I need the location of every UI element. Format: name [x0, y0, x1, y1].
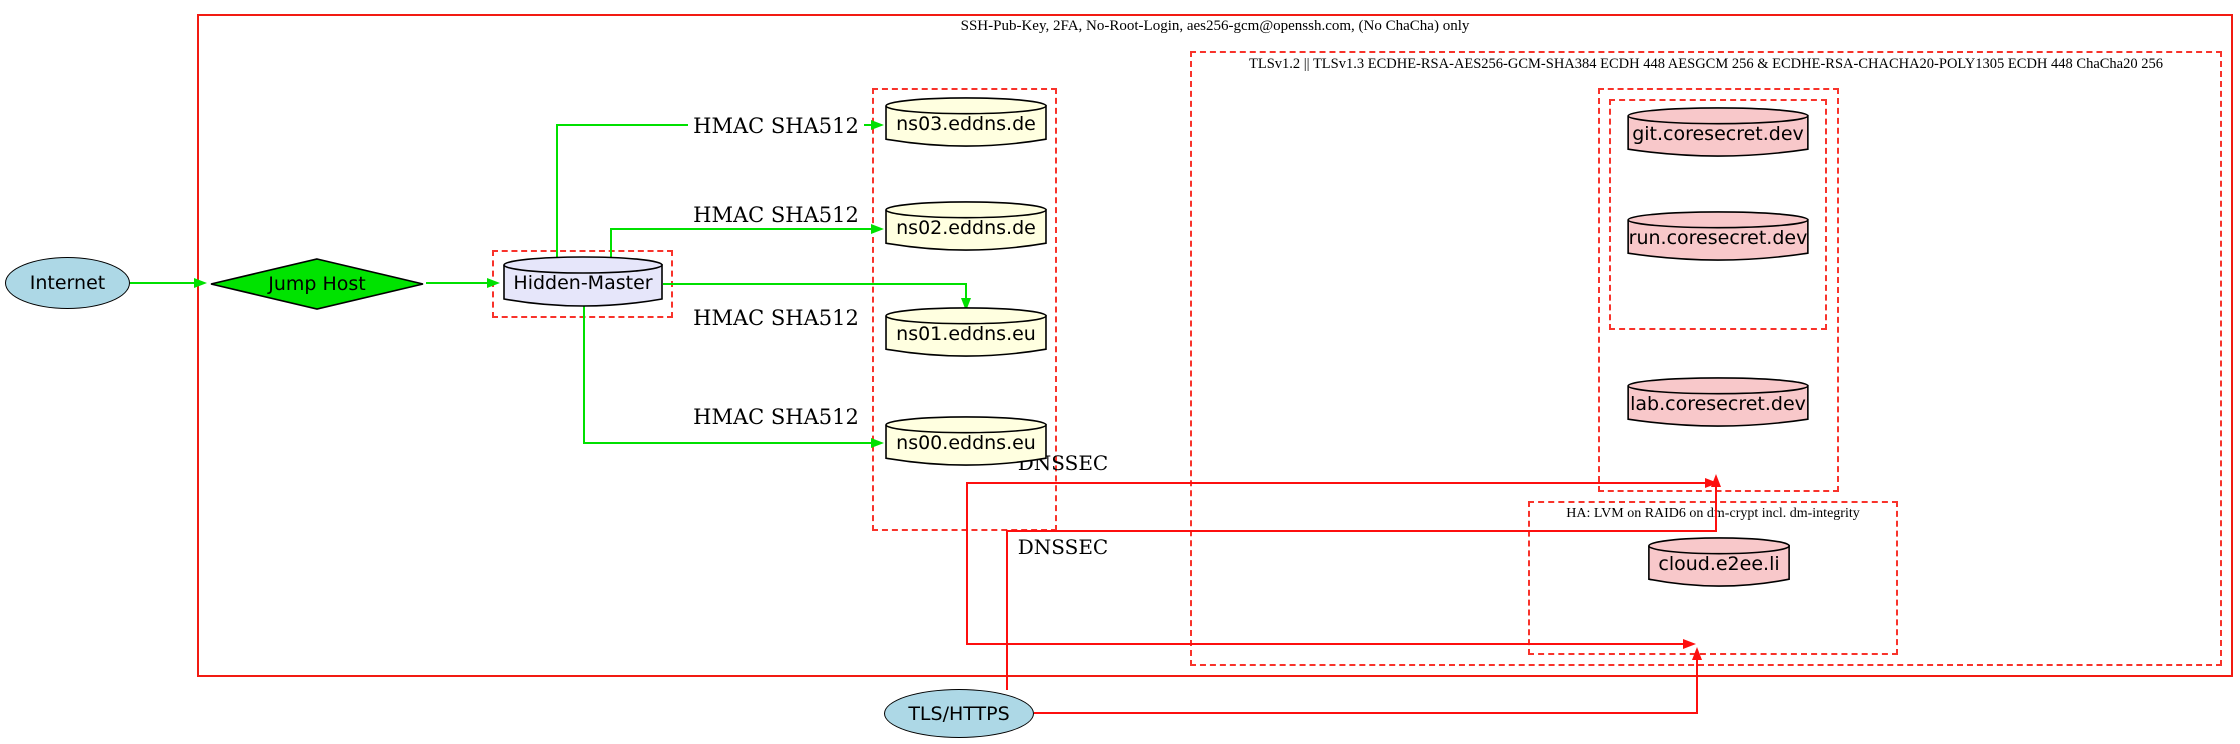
- cylinder-shape-icon: [885, 307, 1047, 358]
- edge-dnssec-to-ha: [966, 643, 1684, 645]
- node-tls-https-label: TLS/HTTPS: [908, 702, 1010, 725]
- arrowhead-hm-ns01: [961, 298, 971, 311]
- cluster-ha-label: HA: LVM on RAID6 on dm-crypt incl. dm-in…: [1566, 506, 1860, 521]
- node-git-coresecret: git.coresecret.dev: [1627, 107, 1809, 158]
- node-lab-coresecret: lab.coresecret.dev: [1627, 377, 1809, 428]
- edge-dnssec-to-secret: [966, 482, 1706, 484]
- edge-hm-ns00-v: [583, 306, 585, 444]
- node-ns03-label: ns03.eddns.de: [896, 113, 1036, 135]
- edge-dnssec-trunk: [966, 482, 968, 645]
- edge-label-hmac-ns01: HMAC SHA512: [688, 306, 864, 330]
- cluster-secret-inner: [1609, 99, 1827, 330]
- arrowhead-hm-ns00: [871, 438, 884, 448]
- node-git-coresecret-label: git.coresecret.dev: [1632, 123, 1804, 145]
- node-ns02-label: ns02.eddns.de: [896, 217, 1036, 239]
- edge-tls-to-secret-v2: [1715, 487, 1717, 532]
- node-ns01: ns01.eddns.eu: [885, 307, 1047, 358]
- cluster-secret-outer: [1598, 88, 1839, 492]
- node-ns00: ns00.eddns.eu: [885, 416, 1047, 467]
- arrowhead-dnssec-ha: [1683, 639, 1696, 649]
- node-internet: Internet: [5, 257, 130, 309]
- edge-label-dnssec-2: DNSSEC: [1017, 535, 1109, 559]
- node-ns00-label: ns00.eddns.eu: [896, 432, 1036, 454]
- node-run-coresecret-label: run.coresecret.dev: [1628, 227, 1808, 249]
- node-ns02: ns02.eddns.de: [885, 201, 1047, 252]
- node-tls-https: TLS/HTTPS: [884, 689, 1034, 738]
- node-jump-host: Jump Host: [209, 258, 425, 310]
- cluster-ha: [1528, 501, 1898, 655]
- arrowhead-tls-secret: [1711, 474, 1721, 487]
- edge-hm-ns00-h: [583, 442, 873, 444]
- node-lab-coresecret-label: lab.coresecret.dev: [1630, 393, 1806, 415]
- edge-label-hmac-ns03: HMAC SHA512: [688, 114, 864, 138]
- node-ns01-label: ns01.eddns.eu: [896, 323, 1036, 345]
- edge-jumphost-hiddenmaster: [426, 282, 489, 284]
- cylinder-shape-icon: [1627, 211, 1809, 262]
- edge-label-hmac-ns02: HMAC SHA512: [688, 203, 864, 227]
- diamond-shape-icon: [209, 258, 425, 310]
- edge-tls-to-secret-h: [1006, 530, 1717, 532]
- cylinder-shape-icon: [1627, 107, 1809, 158]
- node-jump-host-label: Jump Host: [268, 273, 366, 295]
- node-cloud-e2ee-label: cloud.e2ee.li: [1658, 553, 1780, 575]
- arrowhead-jumphost-hiddenmaster: [487, 278, 500, 288]
- cluster-ssh-label: SSH-Pub-Key, 2FA, No-Root-Login, aes256-…: [960, 18, 1470, 34]
- node-run-coresecret: run.coresecret.dev: [1627, 211, 1809, 262]
- node-internet-label: Internet: [29, 272, 106, 294]
- cylinder-shape-icon: [1648, 537, 1790, 588]
- node-hidden-master-label: Hidden-Master: [513, 272, 653, 294]
- cylinder-shape-icon: [885, 97, 1047, 148]
- node-ns03: ns03.eddns.de: [885, 97, 1047, 148]
- arrowhead-hm-ns02: [871, 224, 884, 234]
- cylinder-shape-icon: [1627, 377, 1809, 428]
- node-hidden-master: Hidden-Master: [503, 256, 663, 308]
- node-cloud-e2ee: cloud.e2ee.li: [1648, 537, 1790, 588]
- cluster-ssh-hardening: [197, 14, 2233, 677]
- edge-hm-ns02-v: [610, 228, 612, 262]
- cylinder-shape-icon: [503, 256, 663, 308]
- edge-hm-ns02-h: [610, 228, 873, 230]
- cluster-tls: [1190, 51, 2222, 666]
- arrowhead-internet-jumphost: [194, 278, 207, 288]
- edge-hm-ns01-h: [663, 283, 967, 285]
- edge-hm-ns03-v: [556, 124, 558, 262]
- edge-tls-to-ha-v: [1696, 660, 1698, 714]
- cluster-nameservers: [872, 88, 1057, 531]
- edge-hm-ns01-v: [965, 283, 967, 299]
- arrowhead-tls-ha: [1692, 647, 1702, 660]
- edge-tls-to-ha-h: [1034, 712, 1698, 714]
- cylinder-shape-icon: [885, 416, 1047, 467]
- edge-tls-to-secret-v1: [1006, 531, 1008, 690]
- cluster-tls-label: TLSv1.2 || TLSv1.3 ECDHE-RSA-AES256-GCM-…: [1249, 56, 2163, 72]
- cylinder-shape-icon: [885, 201, 1047, 252]
- edge-label-hmac-ns00: HMAC SHA512: [688, 405, 864, 429]
- arrowhead-hm-ns03: [871, 120, 884, 130]
- edge-internet-jumphost: [130, 282, 196, 284]
